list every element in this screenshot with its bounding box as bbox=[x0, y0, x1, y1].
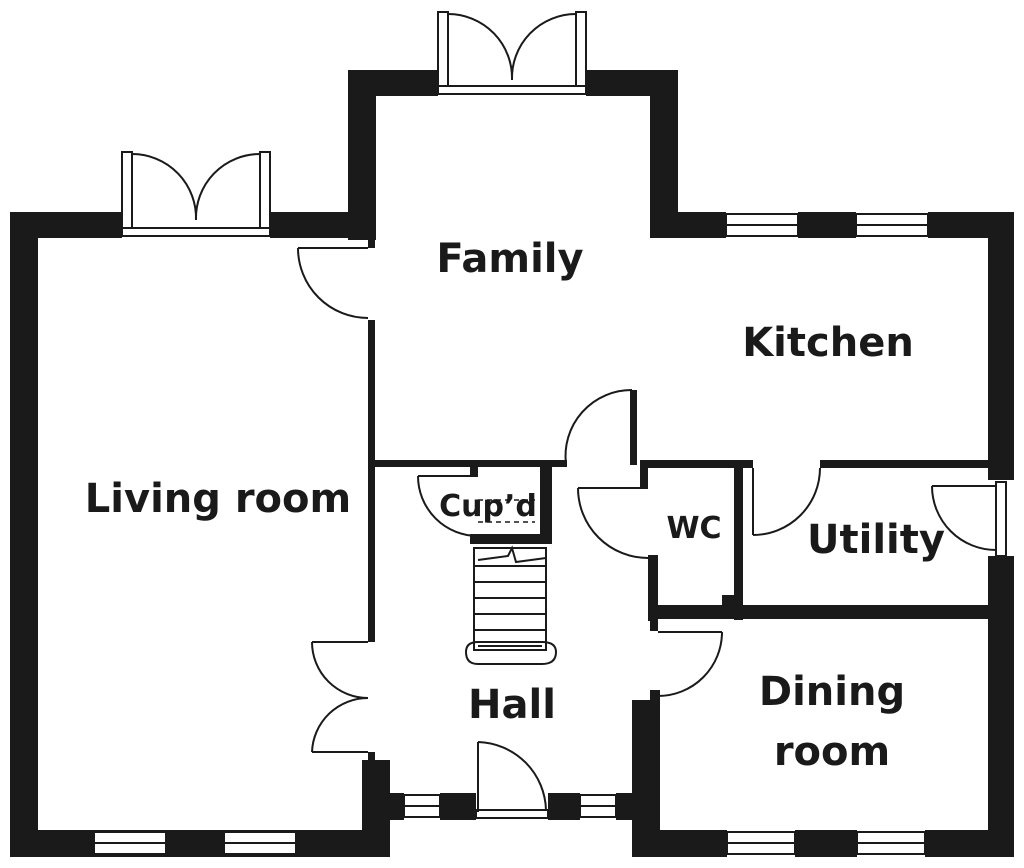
internal-walls bbox=[368, 238, 993, 800]
living-french-doors bbox=[121, 151, 271, 237]
room-label-utility: Utility bbox=[807, 517, 945, 563]
room-label-cupboard: Cup’d bbox=[439, 489, 537, 524]
outer-walls bbox=[10, 70, 1014, 857]
windows bbox=[93, 213, 929, 855]
room-label-dining-line1: Dining bbox=[759, 669, 905, 715]
room-label-living-room: Living room bbox=[85, 476, 351, 522]
room-label-wc: WC bbox=[666, 511, 721, 546]
room-label-kitchen: Kitchen bbox=[742, 320, 914, 366]
room-label-hall: Hall bbox=[468, 682, 556, 728]
room-label-dining-line2: room bbox=[774, 729, 890, 775]
doors bbox=[297, 247, 1007, 812]
family-french-doors bbox=[437, 11, 587, 95]
room-label-family: Family bbox=[436, 236, 583, 282]
staircase bbox=[464, 545, 558, 665]
